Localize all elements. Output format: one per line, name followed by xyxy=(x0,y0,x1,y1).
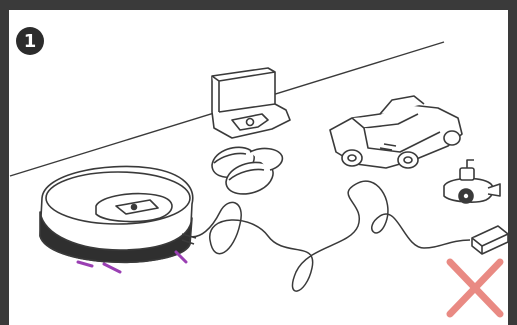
power-cable xyxy=(188,181,470,291)
toy-submarine-icon xyxy=(444,160,500,203)
robot-vacuum-icon xyxy=(40,166,196,262)
slippers-icon xyxy=(212,147,282,194)
power-adapter-icon xyxy=(472,226,508,254)
step-number-badge: 1 xyxy=(16,27,44,55)
cross-icon xyxy=(450,262,500,314)
toy-car-icon xyxy=(330,96,462,168)
charging-dock-icon xyxy=(212,68,290,138)
